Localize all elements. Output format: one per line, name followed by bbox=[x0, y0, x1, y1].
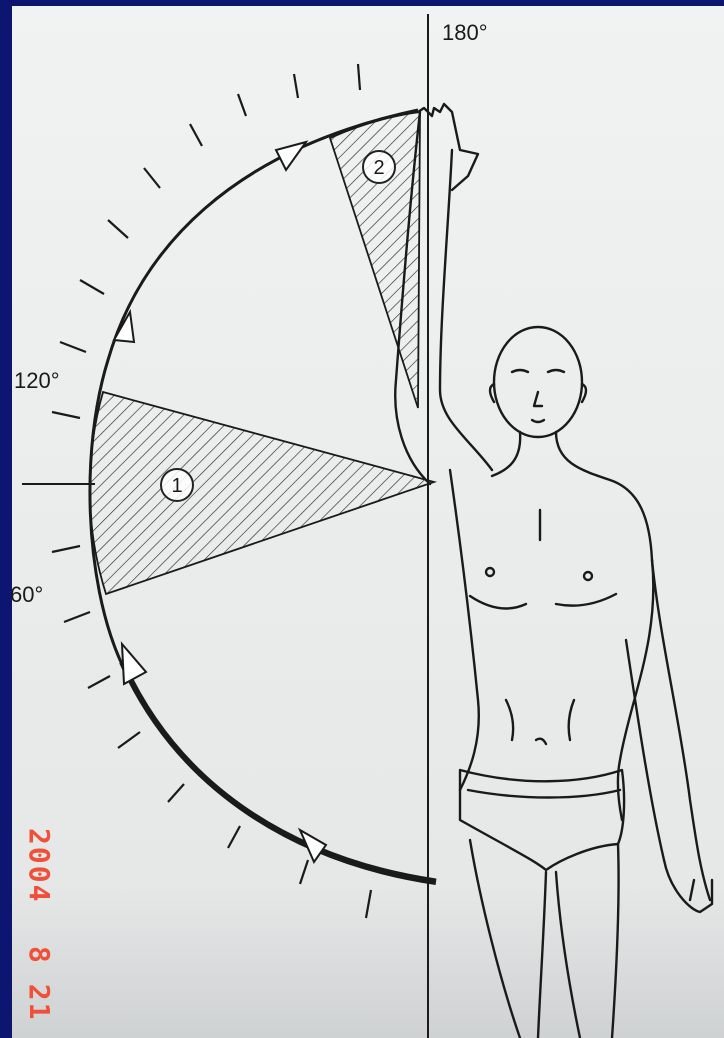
date-stamp-year: 2004 bbox=[23, 828, 56, 903]
degree-label-60: 60° bbox=[10, 582, 43, 608]
zone-label-1: 1 bbox=[160, 468, 194, 502]
date-stamp: 2004 8 21 bbox=[22, 828, 62, 1028]
date-stamp-month-day: 8 21 bbox=[23, 946, 56, 1021]
degree-label-180: 180° bbox=[442, 20, 488, 46]
zone-label-2: 2 bbox=[362, 150, 396, 184]
degree-label-120: 120° bbox=[14, 368, 60, 394]
